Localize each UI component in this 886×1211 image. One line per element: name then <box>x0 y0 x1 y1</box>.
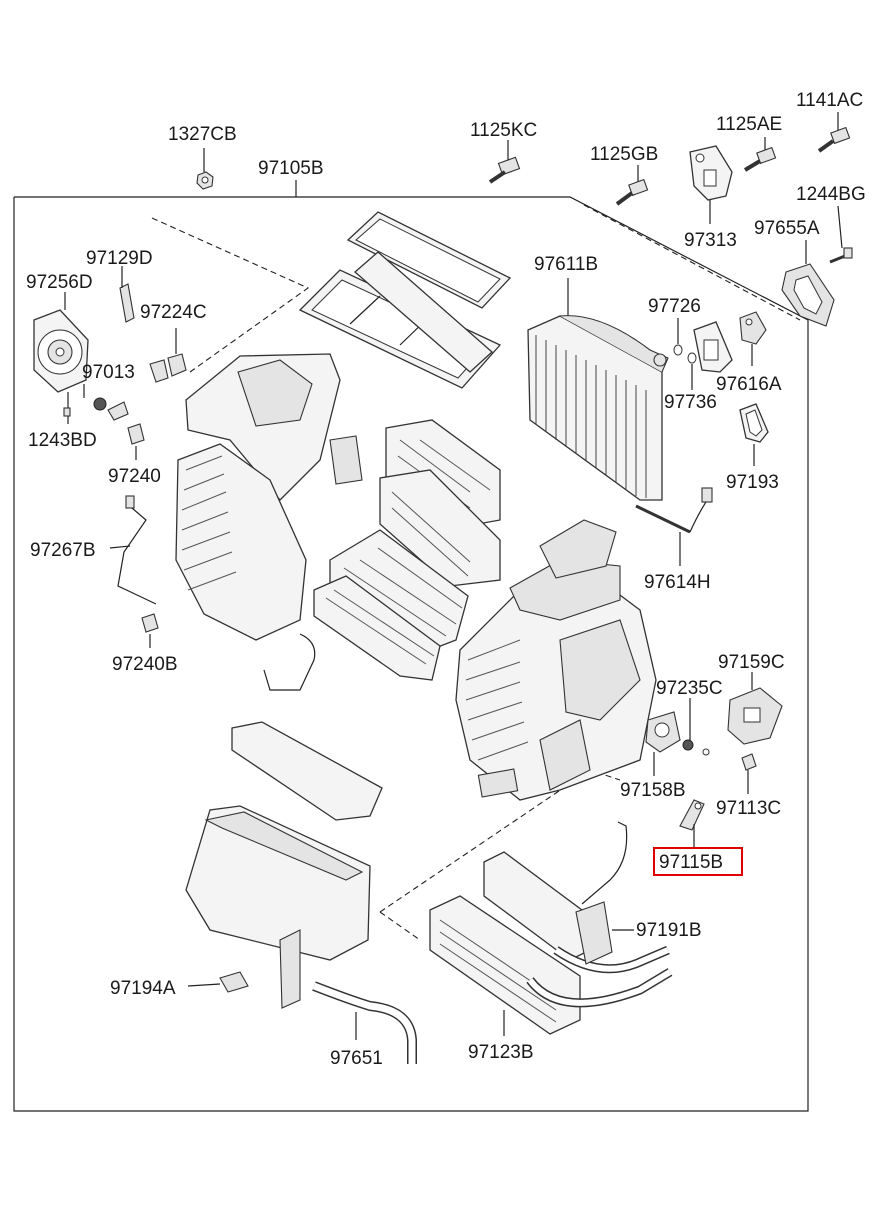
screw-1244BG <box>829 205 853 264</box>
actuator-right-parts <box>645 672 783 848</box>
gasket-97655A <box>781 240 835 327</box>
label-97240: 97240 <box>108 466 161 487</box>
highlight-box-97115B <box>653 847 743 876</box>
bracket-97313 <box>689 145 733 224</box>
actuator-wire-97267B <box>109 495 157 605</box>
label-97256D: 97256D <box>26 272 93 293</box>
label-1125GB: 1125GB <box>590 144 658 165</box>
label-97655A: 97655A <box>754 218 820 239</box>
bolt-1125KC <box>488 140 521 184</box>
orings-right <box>673 311 769 466</box>
label-97013: 97013 <box>82 362 135 383</box>
label-1125KC: 1125KC <box>470 120 537 141</box>
expansion-valve-97616A <box>739 311 767 366</box>
blower-housing <box>175 353 363 691</box>
label-97235C: 97235C <box>656 678 723 699</box>
heater-case-right <box>455 519 657 801</box>
label-97651: 97651 <box>330 1048 383 1069</box>
lower-case-drain <box>185 721 417 1064</box>
diagram-frame <box>13 180 809 1112</box>
label-97616A: 97616A <box>716 374 782 395</box>
center-doors <box>313 419 501 681</box>
part-labels: 1327CB 97105B 1125KC 1125GB 1125AE 1141A… <box>26 90 866 1069</box>
evaporator-core-97611B <box>527 278 669 501</box>
label-97611B: 97611B <box>534 254 598 275</box>
label-97736: 97736 <box>664 392 717 413</box>
label-97726: 97726 <box>648 296 701 317</box>
label-97105B: 97105B <box>258 158 324 179</box>
label-97193: 97193 <box>726 472 779 493</box>
label-97115B[interactable]: 97115B <box>659 852 723 873</box>
blower-left-parts <box>33 266 187 648</box>
label-97159C: 97159C <box>718 652 785 673</box>
bolt-1125AE <box>743 137 777 172</box>
label-97224C: 97224C <box>140 302 207 323</box>
label-97113C: 97113C <box>716 798 781 819</box>
filter-frames <box>298 211 512 389</box>
label-97194A: 97194A <box>110 978 176 999</box>
bolt-1125GB <box>615 165 649 206</box>
label-97267B: 97267B <box>30 540 96 561</box>
hardware-top <box>196 112 853 264</box>
blower-motor-plate-97256D <box>33 292 89 393</box>
label-1141AC: 1141AC <box>796 90 863 111</box>
label-1327CB: 1327CB <box>168 124 237 145</box>
label-1125AE: 1125AE <box>716 114 782 135</box>
label-97129D: 97129D <box>86 248 153 269</box>
label-1244BG: 1244BG <box>796 184 866 205</box>
bolt-1141AC <box>817 112 851 153</box>
label-97191B: 97191B <box>636 920 702 941</box>
label-97313: 97313 <box>684 230 737 251</box>
sensor-97614H <box>635 487 713 566</box>
label-97240B: 97240B <box>112 654 178 675</box>
label-1243BD: 1243BD <box>28 430 97 451</box>
label-97614H: 97614H <box>644 572 711 593</box>
label-97123B: 97123B <box>468 1042 534 1063</box>
nut-1327CB <box>196 148 214 190</box>
heater-pipes-97191B <box>483 821 673 1008</box>
label-97158B: 97158B <box>620 780 686 801</box>
